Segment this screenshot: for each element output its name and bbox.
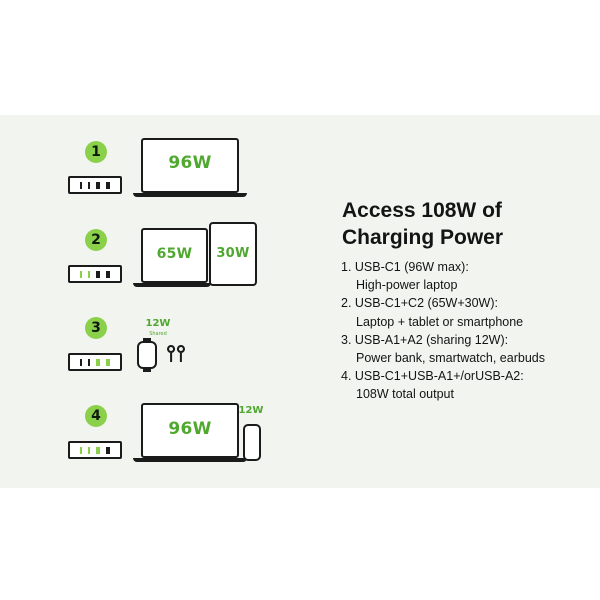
charger-hub-icon [68, 441, 122, 459]
list-item-desc: Power bank, smartwatch, earbuds [356, 351, 545, 366]
headline-line-2: Charging Power [342, 226, 504, 249]
charger-hub-icon [68, 353, 122, 371]
scenario-4-badge: 4 [85, 405, 107, 427]
list-item-desc: High-power laptop [356, 278, 458, 293]
shared-label: Shared [149, 331, 167, 337]
list-item-title: 4. USB-C1+USB-A1+/orUSB-A2: [341, 369, 524, 384]
laptop-icon [141, 138, 239, 193]
charger-hub-icon [68, 265, 122, 283]
phone-watts: 12W [238, 405, 264, 416]
shared-watts: 12W [145, 318, 171, 329]
tablet-icon [209, 222, 257, 286]
list-item: 4. USB-C1+USB-A1+/orUSB-A2: 108W total o… [341, 367, 586, 403]
list-item-desc: 108W total output [356, 387, 454, 402]
laptop-base [133, 458, 247, 462]
list-item-title: 2. USB-C1+C2 (65W+30W): [341, 296, 498, 311]
smartwatch-icon [137, 338, 185, 372]
scenario-3-badge: 3 [85, 317, 107, 339]
laptop-base [133, 283, 211, 287]
list-item: 2. USB-C1+C2 (65W+30W): Laptop + tablet … [341, 294, 586, 330]
laptop-icon [141, 228, 208, 283]
earbuds-icon [167, 345, 185, 362]
laptop-watts-4: 96W [168, 419, 212, 439]
list-item-desc: Laptop + tablet or smartphone [356, 314, 524, 329]
scenario-2-badge: 2 [85, 229, 107, 251]
laptop-base [133, 193, 247, 197]
charger-hub-icon [68, 176, 122, 194]
laptop-watts-2: 65W [156, 246, 193, 262]
list-item: 1. USB-C1 (96W max): High-power laptop [341, 258, 586, 294]
list-item-title: 1. USB-C1 (96W max): [341, 260, 469, 274]
headline: Access 108W of Charging Power [342, 197, 582, 251]
laptop-watts-1: 96W [168, 153, 212, 173]
port-list: 1. USB-C1 (96W max): High-power laptop 2… [341, 258, 586, 404]
list-item: 3. USB-A1+A2 (sharing 12W): Power bank, … [341, 331, 586, 367]
laptop-icon [141, 403, 239, 458]
list-item-title: 3. USB-A1+A2 (sharing 12W): [341, 332, 509, 347]
scenario-1-badge: 1 [85, 141, 107, 163]
smartphone-icon [243, 424, 261, 461]
tablet-watts: 30W [216, 246, 250, 261]
headline-line-1: Access 108W of [342, 199, 502, 222]
